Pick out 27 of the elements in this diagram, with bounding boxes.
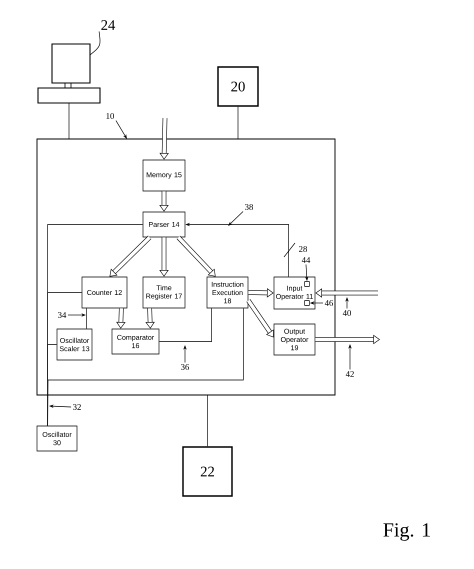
connector-line: [159, 308, 212, 342]
connector-line: [207, 395, 208, 447]
leader-line: [116, 120, 127, 139]
device-box: 22: [182, 446, 233, 497]
device-box: 20: [217, 66, 259, 107]
reference-numeral: 36: [181, 364, 190, 370]
reference-numeral: 10: [106, 113, 114, 119]
reference-numeral: 44: [302, 257, 310, 263]
reference-numeral: 32: [73, 404, 81, 410]
reference-numeral: 24: [101, 20, 116, 30]
leader-line: [90, 31, 100, 56]
reference-numeral: 40: [342, 310, 351, 316]
reference-numeral: 46: [324, 300, 334, 306]
figure-label: Fig. 1: [383, 523, 430, 541]
bus-arrow: [176, 236, 216, 277]
connector-line: [86, 308, 87, 329]
connector-line: [47, 308, 244, 426]
reference-numeral: 42: [346, 371, 354, 377]
leader-line: [228, 211, 244, 226]
reference-numeral: 34: [58, 312, 66, 318]
reference-numeral: 28: [299, 246, 307, 252]
reference-numeral: 38: [245, 204, 253, 210]
bus-arrow: [246, 299, 274, 338]
connector-line: [68, 102, 70, 139]
bus-arrow: [110, 236, 152, 277]
system-box: [36, 138, 336, 396]
computer-drawing: [37, 43, 101, 104]
